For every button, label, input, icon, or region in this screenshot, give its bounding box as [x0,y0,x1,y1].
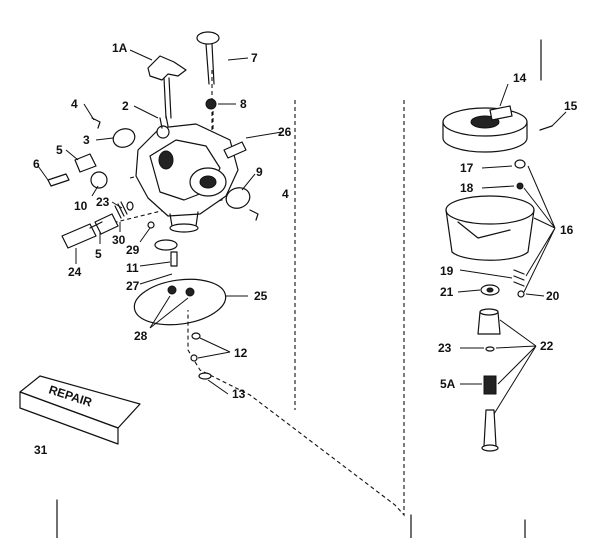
label-31: 31 [34,443,48,457]
label-29: 29 [126,243,140,257]
label-3: 3 [83,133,90,147]
label-9: 9 [256,165,263,179]
label-10: 10 [74,199,88,213]
label-17: 17 [460,161,474,175]
label-18: 18 [460,181,474,195]
gasket-and-bowl-hardware [133,278,227,380]
label-23-right: 23 [438,341,452,355]
label-26: 26 [278,125,292,139]
float-bowl-assembly [442,105,553,452]
throttle-shaft-part [147,55,187,119]
label-8: 8 [240,97,247,111]
label-2: 2 [122,99,129,113]
label-4-right: 4 [282,187,289,201]
choke-shaft-part [196,31,220,85]
label-13: 13 [232,387,246,401]
label-20: 20 [546,289,560,303]
label-5A: 5A [440,377,456,391]
label-28: 28 [134,329,148,343]
label-4-left: 4 [71,97,78,111]
label-14: 14 [513,71,527,85]
label-19: 19 [440,264,454,278]
left-small-parts [47,98,259,267]
repair-kit-package: REPAIR [19,375,141,445]
label-27: 27 [126,279,140,293]
label-5-lower: 5 [95,247,102,261]
label-7: 7 [251,51,258,65]
label-16: 16 [560,223,574,237]
label-6: 6 [33,157,40,171]
label-1A: 1A [112,41,128,55]
label-22: 22 [540,339,554,353]
part-number-labels: 1A 7 2 4 8 3 26 5 6 9 10 23 4 30 29 5 24… [33,41,578,457]
frame-marks [56,39,542,538]
label-23-left: 23 [96,195,110,209]
label-24: 24 [68,265,82,279]
label-11: 11 [126,261,139,275]
label-12: 12 [234,346,248,360]
carburetor-body [135,123,239,233]
label-5-upper: 5 [56,143,63,157]
label-15: 15 [564,99,578,113]
label-30: 30 [112,233,126,247]
label-25: 25 [254,289,268,303]
leader-lines [37,49,567,415]
label-21: 21 [440,285,454,299]
